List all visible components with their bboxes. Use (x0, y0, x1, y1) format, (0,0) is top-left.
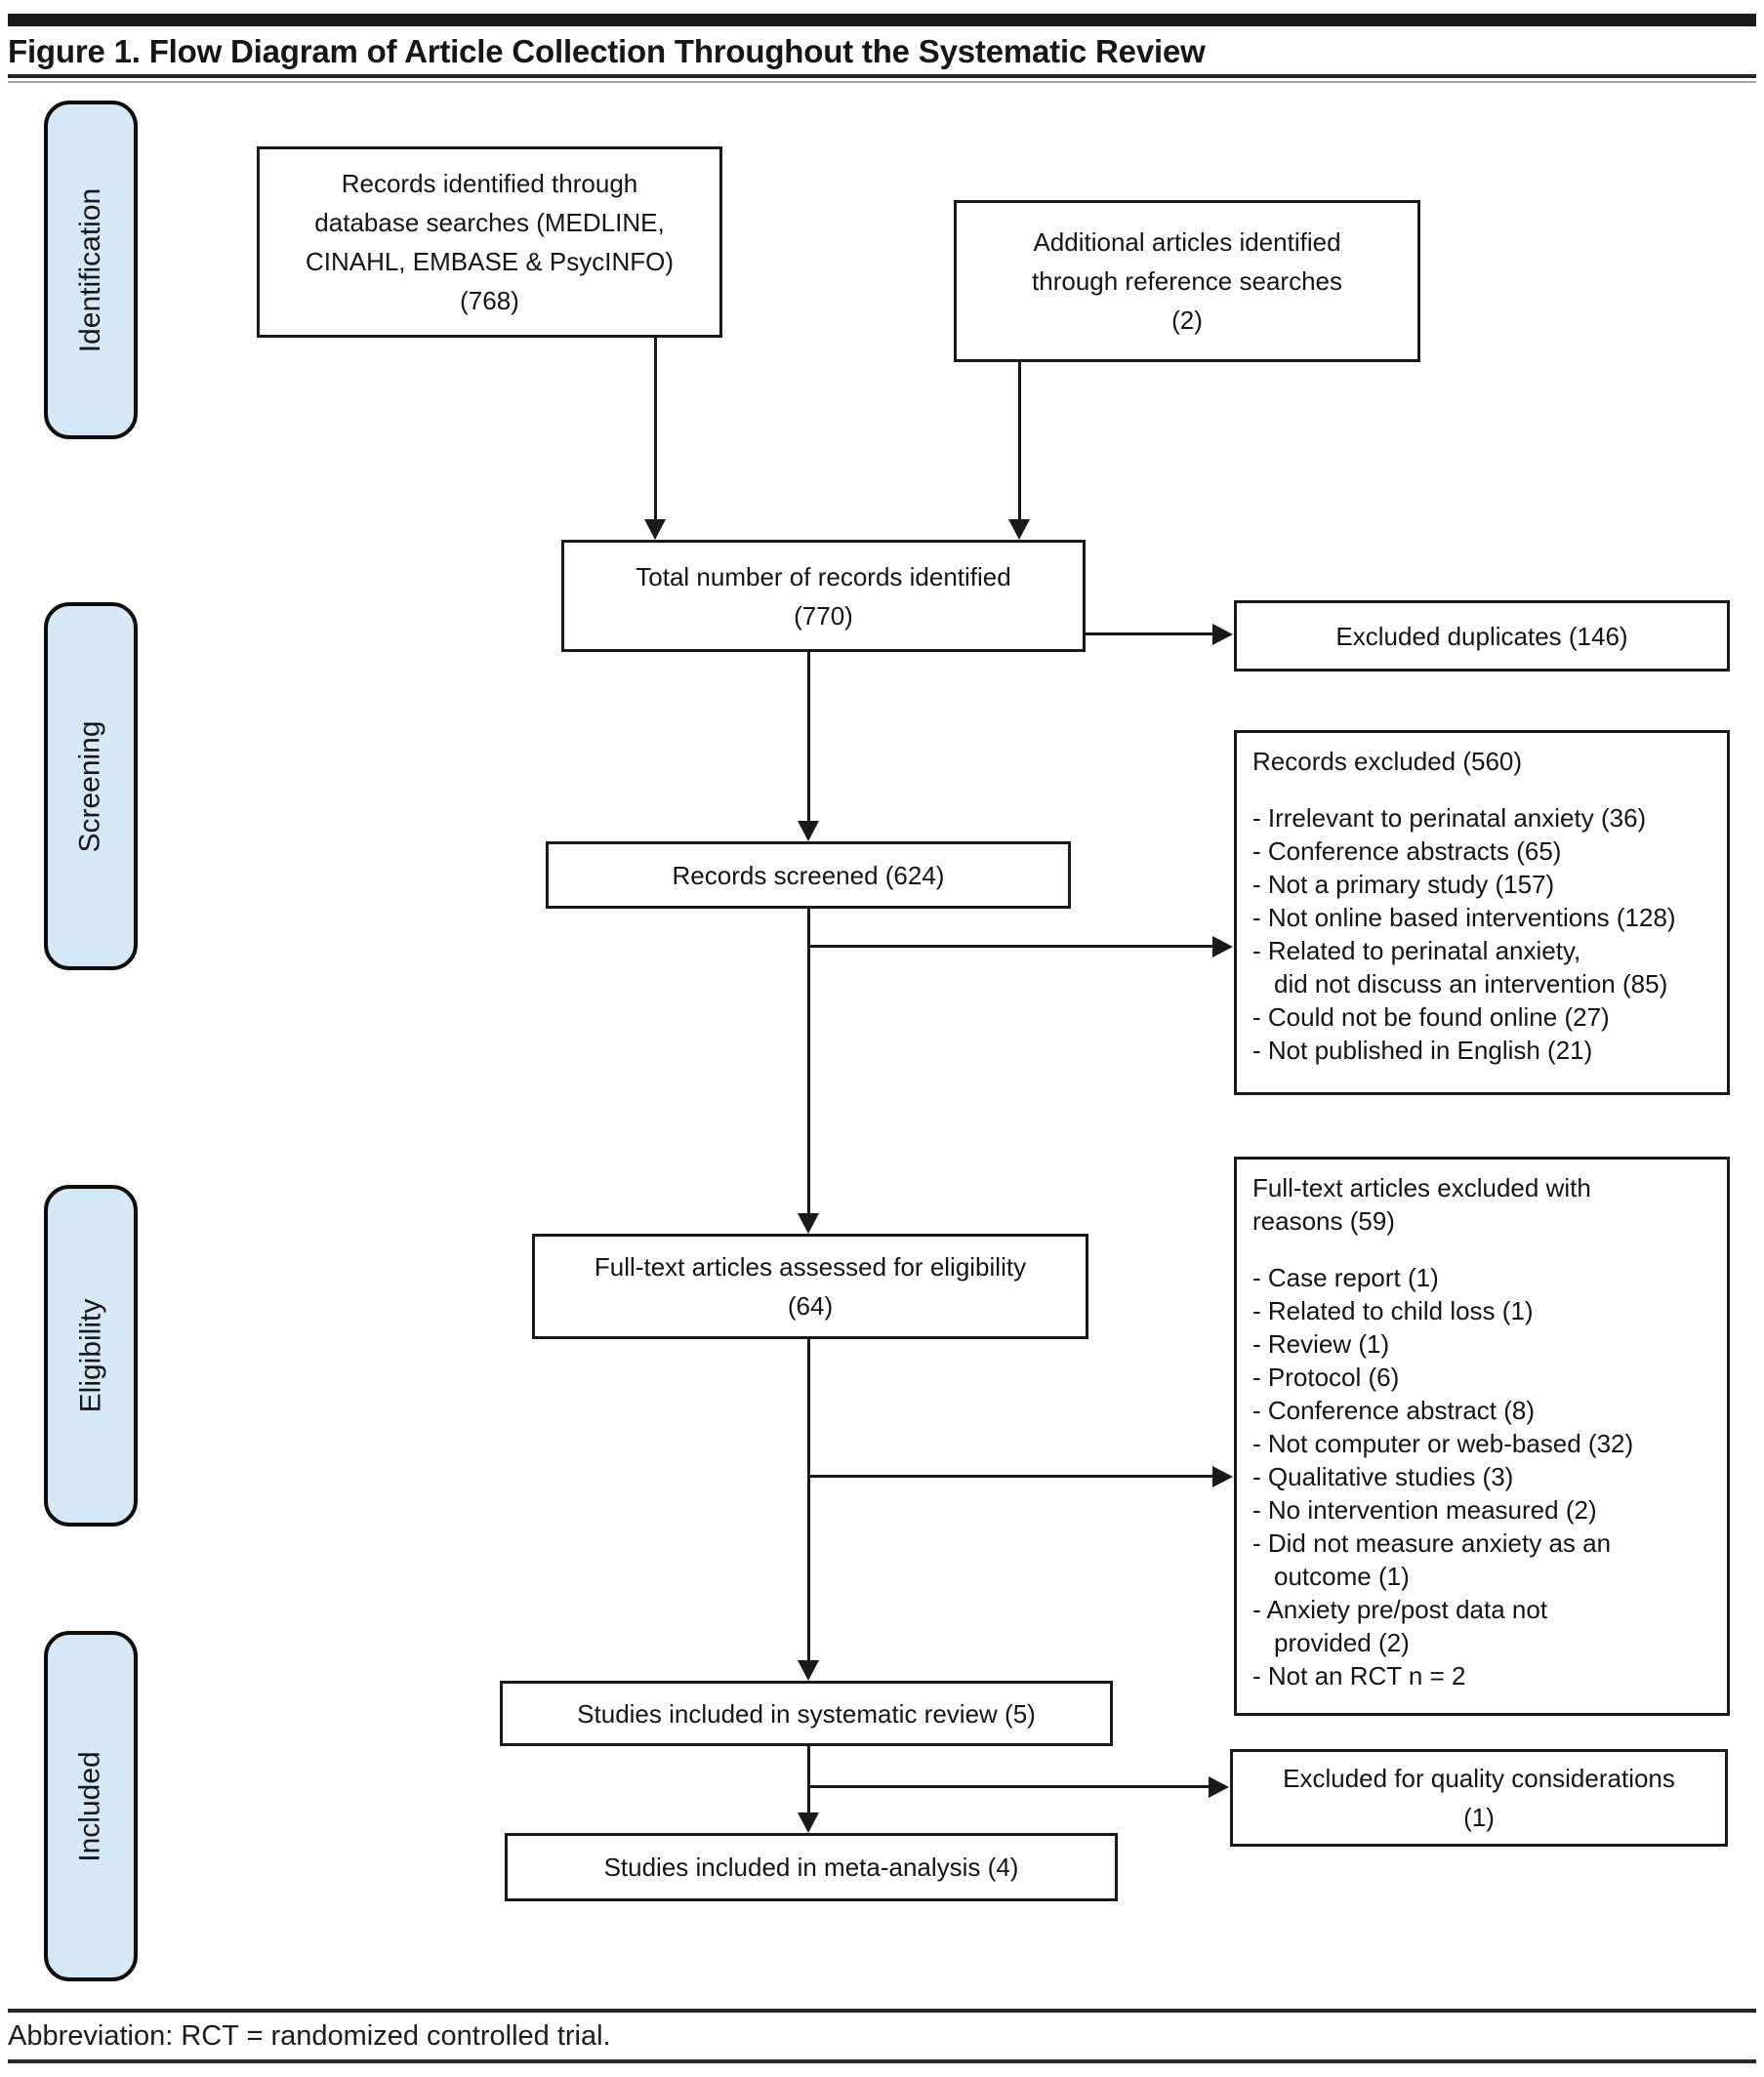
exclusion-reason: - Did not measure anxiety as an outcome … (1252, 1528, 1612, 1591)
connector-fulltext-to-sysreview (807, 1339, 810, 1662)
exclusion-reason: - Anxiety pre/post data not provided (2) (1252, 1595, 1548, 1657)
arrowhead-down-icon (644, 519, 666, 540)
arrowhead-right-icon (1212, 1466, 1233, 1487)
exclusion-reason: - Not online based interventions (128) (1252, 903, 1676, 932)
stage-pill-identification: Identification (44, 101, 138, 439)
fulltext-excluded-heading: Full-text articles excluded with reasons… (1252, 1173, 1591, 1236)
exclusion-reason: - Conference abstracts (65) (1252, 836, 1562, 866)
arrowhead-down-icon (798, 821, 819, 841)
box-fulltext-assessed: Full-text articles assessed for eligibil… (532, 1234, 1088, 1339)
header-bottom-rule (8, 74, 1756, 78)
connector-branch-records-excluded (807, 945, 1212, 948)
exclusion-reason: - Irrelevant to perinatal anxiety (36) (1252, 803, 1647, 833)
abbreviation-note: Abbreviation: RCT = randomized controlle… (8, 2020, 611, 2052)
stage-pill-eligibility: Eligibility (44, 1185, 138, 1527)
exclusion-reason: - Related to perinatal anxiety, did not … (1252, 936, 1668, 998)
exclusion-reason: - Not a primary study (157) (1252, 870, 1555, 899)
exclusion-reason: - Conference abstract (8) (1252, 1396, 1536, 1425)
box-total-records: Total number of records identified (770) (561, 540, 1086, 652)
exclusion-reason: - Case report (1) (1252, 1263, 1439, 1292)
exclusion-reason: - No intervention measured (2) (1252, 1495, 1597, 1525)
connector-total-to-screened (807, 652, 810, 823)
stage-label-screening: Screening (74, 719, 106, 853)
box-excluded-quality: Excluded for quality considerations (1) (1230, 1749, 1728, 1847)
figure-title: Figure 1. Flow Diagram of Article Collec… (8, 33, 1206, 69)
header-bottom-rule-shadow (8, 81, 1756, 83)
box-systematic-review-included: Studies included in systematic review (5… (500, 1681, 1113, 1746)
box-reference-records: Additional articles identified through r… (954, 200, 1420, 362)
exclusion-reason: - Related to child loss (1) (1252, 1296, 1534, 1325)
exclusion-reason: - Not computer or web-based (32) (1252, 1429, 1634, 1458)
footer-bottom-rule (8, 2059, 1756, 2063)
stage-label-included: Included (74, 1750, 106, 1862)
stage-label-eligibility: Eligibility (74, 1298, 106, 1413)
box-database-records: Records identified through database sear… (257, 146, 722, 338)
arrowhead-right-icon (1212, 624, 1233, 645)
arrowhead-down-icon (798, 1660, 819, 1681)
box-records-screened: Records screened (624) (546, 841, 1071, 909)
box-records-excluded: Records excluded (560) - Irrelevant to p… (1234, 730, 1730, 1095)
exclusion-reason: - Not an RCT n = 2 (1252, 1661, 1466, 1690)
stage-pill-included: Included (44, 1631, 138, 1981)
box-fulltext-excluded: Full-text articles excluded with reasons… (1234, 1157, 1730, 1716)
footer-top-rule (8, 2009, 1756, 2013)
records-excluded-heading: Records excluded (560) (1252, 747, 1523, 776)
stage-label-identification: Identification (74, 187, 107, 352)
arrowhead-down-icon (798, 1213, 819, 1234)
connector-screened-to-fulltext (807, 909, 810, 1215)
exclusion-reason: - Review (1) (1252, 1329, 1390, 1359)
connector-total-to-duplicates (1086, 632, 1212, 635)
connector-branch-fulltext-excluded (807, 1475, 1212, 1478)
connector-branch-quality-excluded (807, 1785, 1209, 1788)
arrowhead-right-icon (1212, 936, 1233, 957)
arrowhead-down-icon (798, 1812, 819, 1833)
box-meta-analysis-included: Studies included in meta-analysis (4) (505, 1833, 1118, 1901)
connector-db-to-total (654, 338, 657, 523)
box-excluded-duplicates: Excluded duplicates (146) (1234, 600, 1730, 672)
exclusion-reason: - Qualitative studies (3) (1252, 1462, 1514, 1491)
stage-pill-screening: Screening (44, 602, 138, 970)
arrowhead-down-icon (1008, 519, 1030, 540)
exclusion-reason: - Not published in English (21) (1252, 1036, 1593, 1065)
header-top-rule (8, 14, 1756, 26)
exclusion-reason: - Could not be found online (27) (1252, 1002, 1610, 1032)
connector-ref-to-total (1018, 362, 1021, 523)
exclusion-reason: - Protocol (6) (1252, 1363, 1400, 1392)
connector-sysreview-to-meta (807, 1746, 810, 1813)
arrowhead-right-icon (1209, 1776, 1229, 1798)
